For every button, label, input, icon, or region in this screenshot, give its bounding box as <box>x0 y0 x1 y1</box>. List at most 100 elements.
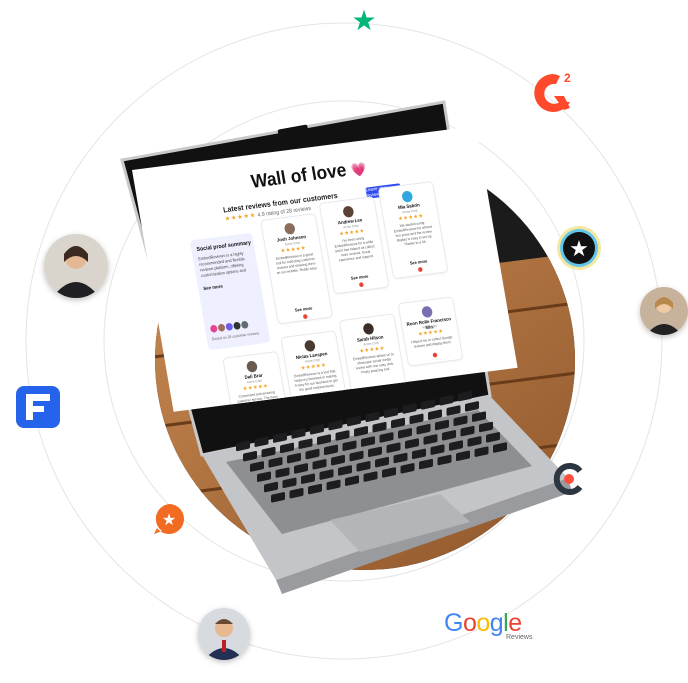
reviewer-avatars <box>209 320 249 333</box>
google-letter: G <box>444 609 463 637</box>
keyboard-key <box>361 436 375 447</box>
keyboard-key <box>384 407 398 418</box>
keyboard-key <box>291 428 306 439</box>
keyboard-key <box>486 432 500 443</box>
keyboard-key <box>310 424 324 435</box>
g2-logo-icon: 2 <box>526 66 580 120</box>
keyboard-key <box>354 426 368 437</box>
keyboard-key <box>324 444 338 456</box>
keyboard-key <box>382 467 396 478</box>
keyboard-key <box>439 395 454 406</box>
keyboard-key <box>423 434 438 445</box>
keyboard-key <box>273 432 287 443</box>
laptop-screen: Wall of love 💗 Latest reviews from our c… <box>132 126 518 412</box>
keyboard-key <box>453 415 468 427</box>
trustpilot-star-icon: ★ <box>351 4 377 36</box>
keyboard-key <box>474 446 489 457</box>
see-more-link[interactable]: See more <box>409 258 428 266</box>
social-proof-summary-card: Social proof summary EmbedReviews is a h… <box>189 232 271 351</box>
keyboard-key <box>317 434 331 445</box>
reviewer-avatar <box>401 190 414 203</box>
keyboard-key <box>435 419 449 431</box>
f-logo-icon <box>14 382 62 430</box>
keyboard-key <box>458 390 472 402</box>
keyboard-key <box>250 461 264 472</box>
review-source-icon <box>358 282 364 288</box>
keyboard-key <box>430 444 445 455</box>
keyboard-key <box>446 405 461 416</box>
review-body: EmbedReviews is a great tool for collect… <box>275 252 318 276</box>
keyboard-key <box>386 442 401 453</box>
avatar-woman-right <box>640 287 688 335</box>
see-more-link[interactable]: See more <box>350 273 369 281</box>
keyboard-key <box>268 457 283 468</box>
keyboard-key <box>298 438 313 449</box>
keyboard-key <box>467 436 482 447</box>
keyboard-key <box>437 454 452 466</box>
google-letter: e <box>508 609 522 637</box>
see-more-link[interactable]: See more <box>203 283 224 292</box>
keyboard-key <box>280 442 294 454</box>
svg-text:2: 2 <box>564 71 571 85</box>
keyboard-key <box>308 483 322 495</box>
keyboard-key <box>442 430 456 441</box>
keyboard-key <box>257 471 271 482</box>
keyboard-key <box>375 456 389 468</box>
reviewer-avatar <box>342 205 355 218</box>
keyboard-key <box>356 461 371 472</box>
google-letter: g <box>489 609 504 637</box>
review-card[interactable]: Ronn Rolle Francisco Min.Acme Corp★★★★★H… <box>397 296 464 367</box>
keyboard-key <box>428 409 442 420</box>
keyboard-key <box>372 421 387 433</box>
review-source-icon <box>417 266 423 273</box>
keyboard-key <box>335 430 350 441</box>
keyboard-key <box>261 446 276 458</box>
keyboard-key <box>319 469 334 480</box>
keyboard <box>236 390 507 503</box>
review-source-icon <box>432 352 438 358</box>
review-body: I've been using EmbedReviews for a while… <box>334 236 375 263</box>
keyboard-key <box>345 475 359 486</box>
keyboard-key <box>365 411 380 423</box>
keyboard-key <box>271 492 285 503</box>
reviewer-avatar <box>421 305 434 319</box>
keyboard-key <box>294 463 308 474</box>
keyboard-key <box>368 446 382 458</box>
review-source-icon <box>302 313 308 320</box>
keyboard-key <box>289 487 304 499</box>
keyboard-key <box>342 440 357 451</box>
keyboard-key <box>472 411 486 422</box>
review-body: We started using EmbedReviews for almost… <box>393 221 433 247</box>
keyboard-key <box>493 442 507 453</box>
reviewer-avatar <box>283 222 296 235</box>
google-letter: l <box>503 609 509 637</box>
review-body: EmbedReviews allows us to showcase socia… <box>352 352 395 375</box>
see-more-link[interactable]: See more <box>294 305 313 313</box>
keyboard-key <box>312 459 327 470</box>
keyboard-key <box>338 465 352 476</box>
orange-star-badge-icon: ★ <box>152 502 186 536</box>
keyboard-key <box>301 473 315 484</box>
reviewer-avatar <box>362 322 375 336</box>
star-circle-logo-icon: ★ <box>555 224 603 272</box>
keyboard-key <box>282 477 297 489</box>
reviewer-avatar <box>303 339 317 353</box>
keyboard-key <box>326 479 341 491</box>
svg-text:★: ★ <box>569 237 589 262</box>
keyboard-key <box>331 454 345 466</box>
keyboard-key <box>393 452 408 464</box>
review-body: EmbedReviews is a tool that helps my bus… <box>293 369 338 392</box>
keyboard-key <box>254 436 269 447</box>
keyboard-key <box>349 450 364 462</box>
avatar-woman-left <box>44 234 108 298</box>
keyboard-key <box>465 401 479 412</box>
keyboard-key <box>305 448 320 460</box>
svg-text:★: ★ <box>162 510 176 529</box>
keyboard-key <box>379 432 394 443</box>
keyboard-key <box>275 467 290 478</box>
